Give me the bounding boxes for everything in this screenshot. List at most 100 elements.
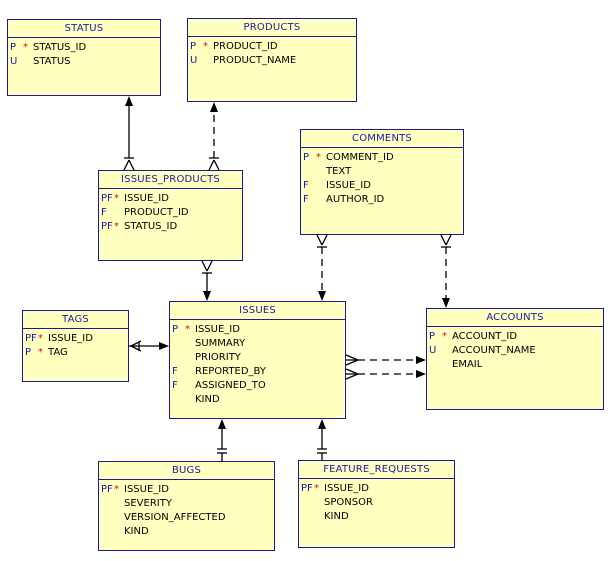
mandatory-marker: * bbox=[203, 41, 208, 52]
column-name: PRODUCT_ID bbox=[213, 41, 278, 52]
key-marker: P bbox=[172, 324, 179, 335]
key-marker: P bbox=[10, 42, 17, 53]
column-row[interactable]: P*ACCOUNT_ID bbox=[427, 330, 603, 344]
column-name: VERSION_AFFECTED bbox=[124, 512, 226, 523]
key-marker: PF bbox=[25, 333, 37, 344]
column-row[interactable]: KIND bbox=[99, 525, 274, 539]
column-name: ASSIGNED_TO bbox=[195, 380, 266, 391]
column-row[interactable]: EMAIL bbox=[427, 358, 603, 372]
key-marker: P bbox=[190, 41, 197, 52]
table-title: ACCOUNTS bbox=[427, 309, 603, 327]
column-row[interactable]: F PRODUCT_ID bbox=[99, 206, 242, 220]
key-marker: PF bbox=[301, 483, 313, 494]
mandatory-marker: * bbox=[185, 324, 190, 335]
mandatory-marker: * bbox=[114, 484, 119, 495]
column-row[interactable]: P*COMMENT_ID bbox=[301, 151, 463, 165]
key-marker: F bbox=[303, 180, 309, 191]
crows-foot bbox=[345, 373, 359, 380]
column-row[interactable]: PF*ISSUE_ID bbox=[99, 192, 242, 206]
column-name: ACCOUNT_NAME bbox=[452, 345, 536, 356]
column-row[interactable]: SUMMARY bbox=[170, 337, 345, 351]
column-name: TEXT bbox=[326, 166, 352, 177]
arrowhead bbox=[125, 96, 133, 106]
crows-foot bbox=[208, 159, 215, 171]
key-marker: PF bbox=[101, 221, 113, 232]
arrowhead bbox=[218, 419, 226, 429]
mandatory-marker: * bbox=[38, 333, 43, 344]
column-name: STATUS bbox=[33, 56, 71, 67]
column-row[interactable]: PF*STATUS_ID bbox=[99, 220, 242, 234]
column-name: SPONSOR bbox=[324, 497, 373, 508]
arrowhead bbox=[203, 291, 211, 301]
column-row[interactable]: SPONSOR bbox=[299, 496, 454, 510]
column-name: KIND bbox=[324, 511, 349, 522]
column-name: ISSUE_ID bbox=[195, 324, 240, 335]
column-name: ISSUE_ID bbox=[124, 193, 169, 204]
crows-foot bbox=[345, 359, 359, 366]
column-name: KIND bbox=[124, 526, 149, 537]
column-name: COMMENT_ID bbox=[326, 152, 394, 163]
column-row[interactable]: KIND bbox=[170, 393, 345, 407]
column-name: TAG bbox=[48, 347, 68, 358]
column-name: PRODUCT_NAME bbox=[213, 55, 297, 66]
crows-foot bbox=[345, 368, 359, 375]
arrowhead bbox=[159, 342, 169, 350]
column-name: PRODUCT_ID bbox=[124, 207, 189, 218]
column-name: AUTHOR_ID bbox=[326, 194, 385, 205]
column-row[interactable]: U ACCOUNT_NAME bbox=[427, 344, 603, 358]
key-marker: P bbox=[303, 152, 310, 163]
column-name: KIND bbox=[195, 394, 220, 405]
column-name: PRIORITY bbox=[195, 352, 241, 363]
column-row[interactable]: P * ISSUE_ID bbox=[170, 323, 345, 337]
column-row[interactable]: TEXT bbox=[301, 165, 463, 179]
crows-foot bbox=[128, 159, 135, 171]
column-row[interactable]: PF*ISSUE_ID bbox=[99, 483, 274, 497]
crows-foot bbox=[316, 234, 323, 246]
column-name: SEVERITY bbox=[124, 498, 172, 509]
key-marker: P bbox=[25, 347, 32, 358]
crows-foot bbox=[201, 260, 208, 272]
column-name: STATUS_ID bbox=[33, 42, 87, 53]
arrowhead bbox=[318, 291, 326, 301]
column-row[interactable]: P * PRODUCT_ID bbox=[188, 40, 356, 54]
crows-foot bbox=[445, 234, 452, 246]
column-row[interactable]: SEVERITY bbox=[99, 497, 274, 511]
column-row[interactable]: PF*ISSUE_ID bbox=[299, 482, 454, 496]
column-row[interactable]: PF*ISSUE_ID bbox=[23, 332, 128, 346]
column-row[interactable]: P*STATUS_ID bbox=[8, 41, 160, 55]
column-row[interactable]: PRIORITY bbox=[170, 351, 345, 365]
arrowhead bbox=[416, 356, 426, 364]
key-marker: F bbox=[101, 207, 107, 218]
key-marker: U bbox=[429, 345, 437, 356]
crows-foot bbox=[213, 159, 220, 171]
column-row[interactable]: KIND bbox=[299, 510, 454, 524]
mandatory-marker: * bbox=[38, 347, 43, 358]
column-row[interactable]: VERSION_AFFECTED bbox=[99, 511, 274, 525]
key-marker: F bbox=[172, 366, 178, 377]
column-row[interactable]: P * TAG bbox=[23, 346, 128, 360]
arrowhead bbox=[442, 298, 450, 308]
